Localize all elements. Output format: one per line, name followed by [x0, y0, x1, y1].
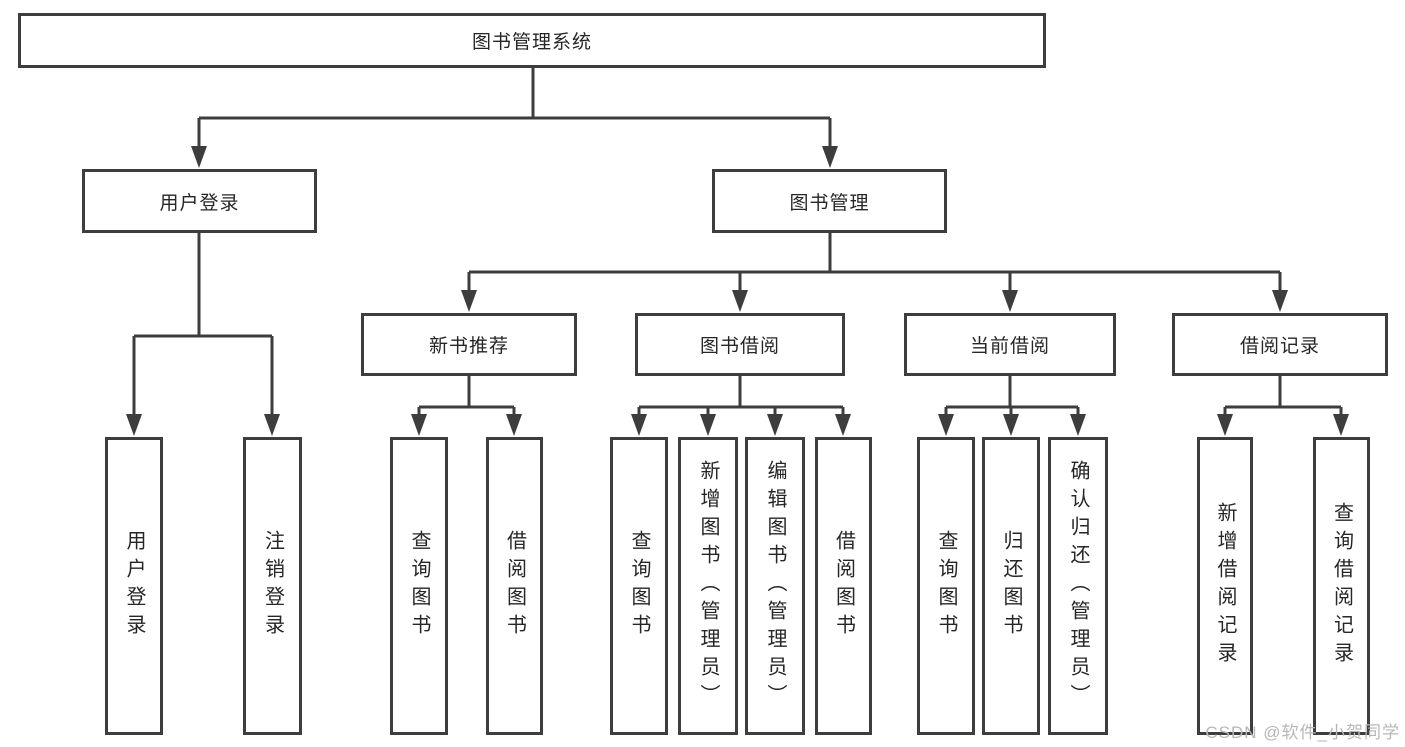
- node-label: 归还图书: [1000, 530, 1022, 642]
- leaf-logout: 注销登录: [243, 437, 302, 735]
- arrow-down-icon: [1217, 414, 1233, 436]
- leaf-query-borrow-record: 查询借阅记录: [1313, 437, 1370, 735]
- arrow-down-icon: [264, 414, 280, 436]
- node-library-management-system: 图书管理系统: [18, 13, 1046, 68]
- leaf-confirm-return-admin: 确认归还（管理员）: [1048, 437, 1108, 735]
- arrow-down-icon: [191, 146, 207, 168]
- leaf-query-books-current: 查询图书: [917, 437, 975, 735]
- arrow-down-icon: [822, 146, 838, 168]
- arrow-down-icon: [1272, 290, 1288, 312]
- current-borrow-split-connector: [944, 376, 1080, 418]
- leaf-query-books-borrow: 查询图书: [610, 437, 668, 735]
- arrowhead-icons: [126, 146, 1349, 436]
- arrow-down-icon: [700, 414, 716, 436]
- node-label: 确认归还（管理员）: [1067, 460, 1089, 712]
- node-label: 注销登录: [261, 530, 284, 642]
- node-label: 借阅图书: [503, 530, 526, 642]
- leaf-add-books-admin: 新增图书（管理员）: [678, 437, 738, 735]
- node-label: 图书借阅: [699, 336, 780, 357]
- borrow-record-split-connector: [1223, 376, 1343, 418]
- node-label: 用户登录: [159, 192, 240, 214]
- leaf-borrow-books-recommend: 借阅图书: [486, 437, 543, 735]
- node-label: 用户登录: [123, 530, 145, 642]
- arrow-down-icon: [126, 414, 142, 436]
- arrow-down-icon: [461, 290, 477, 312]
- node-label: 新增借阅记录: [1214, 502, 1236, 670]
- node-label: 当前借阅: [969, 336, 1050, 357]
- arrow-down-icon: [506, 414, 522, 436]
- node-label: 查询图书: [935, 530, 957, 642]
- arrow-down-icon: [767, 414, 783, 436]
- arrow-down-icon: [1003, 414, 1019, 436]
- node-label: 新书推荐: [428, 336, 509, 357]
- leaf-query-books-recommend: 查询图书: [390, 437, 448, 735]
- node-label: 查询借阅记录: [1330, 502, 1353, 670]
- arrow-down-icon: [1333, 414, 1349, 436]
- arrow-down-icon: [1070, 414, 1086, 436]
- arrow-down-icon: [631, 414, 647, 436]
- node-user-login-branch: 用户登录: [82, 169, 317, 233]
- node-label: 查询图书: [408, 530, 430, 642]
- node-label: 借阅图书: [832, 530, 855, 642]
- arrow-down-icon: [732, 290, 748, 312]
- node-label: 查询图书: [628, 530, 650, 642]
- book-management-split-connector: [467, 233, 1282, 294]
- node-label: 新增图书（管理员）: [697, 460, 719, 712]
- node-label: 借阅记录: [1239, 336, 1320, 357]
- node-new-book-recommend: 新书推荐: [361, 313, 577, 376]
- leaf-add-borrow-record: 新增借阅记录: [1197, 437, 1253, 735]
- node-label: 编辑图书（管理员）: [764, 460, 786, 712]
- node-borrow-records: 借阅记录: [1172, 313, 1388, 376]
- leaf-user-login: 用户登录: [105, 437, 163, 735]
- leaf-borrow-books: 借阅图书: [815, 437, 872, 735]
- node-label: 图书管理: [789, 192, 870, 214]
- csdn-watermark: CSDN @软件_小贺同学: [1205, 723, 1400, 742]
- root-to-level2-connector: [197, 68, 832, 150]
- user-login-split-connector: [132, 233, 274, 418]
- node-book-borrow: 图书借阅: [635, 313, 845, 376]
- arrow-down-icon: [835, 414, 851, 436]
- book-borrow-split-connector: [637, 376, 845, 418]
- arrow-down-icon: [411, 414, 427, 436]
- new-book-split-connector: [417, 376, 516, 418]
- node-label: 图书管理系统: [471, 32, 592, 53]
- arrow-down-icon: [1002, 290, 1018, 312]
- connector-lines: [132, 68, 1343, 418]
- node-book-management-branch: 图书管理: [712, 169, 947, 233]
- arrow-down-icon: [938, 414, 954, 436]
- leaf-return-books: 归还图书: [982, 437, 1040, 735]
- leaf-edit-books-admin: 编辑图书（管理员）: [745, 437, 805, 735]
- node-current-borrow: 当前借阅: [904, 313, 1116, 376]
